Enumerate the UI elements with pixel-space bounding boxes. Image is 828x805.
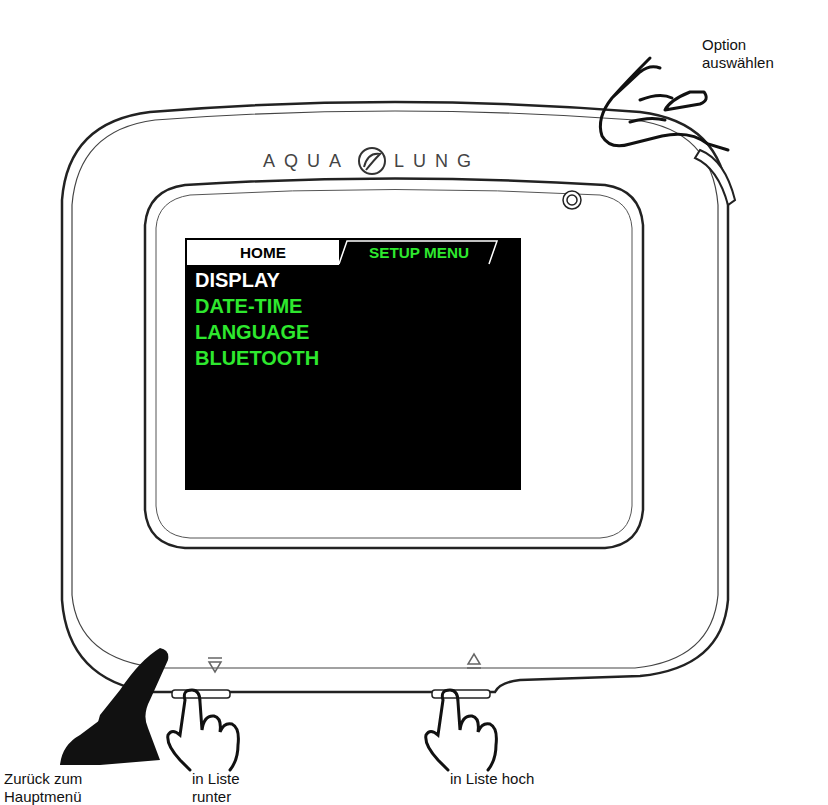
- home-tab: HOME: [187, 240, 339, 265]
- tab-title: HOME: [187, 240, 339, 265]
- setup-menu-tab: SETUP MENU: [339, 240, 499, 265]
- menu-item: DISPLAY: [195, 268, 280, 292]
- callout-text: in Liste hoch: [450, 770, 540, 788]
- device-screen: DISPLAYDATE-TIMELANGUAGEBLUETOOTH HOMESET…: [185, 238, 521, 490]
- brand-text: AQUA: [240, 150, 350, 172]
- callout-text: in Liste runter: [192, 770, 282, 805]
- tab-title: SETUP MENU: [339, 240, 499, 265]
- menu-item: LANGUAGE: [195, 320, 309, 344]
- callout-text: Option auswählen: [702, 36, 822, 72]
- brand-text: LUNG: [394, 150, 504, 172]
- menu-item: BLUETOOTH: [195, 346, 319, 370]
- menu-item: DATE-TIME: [195, 294, 302, 318]
- callout-text: Zurück zum Hauptmenü: [4, 770, 114, 805]
